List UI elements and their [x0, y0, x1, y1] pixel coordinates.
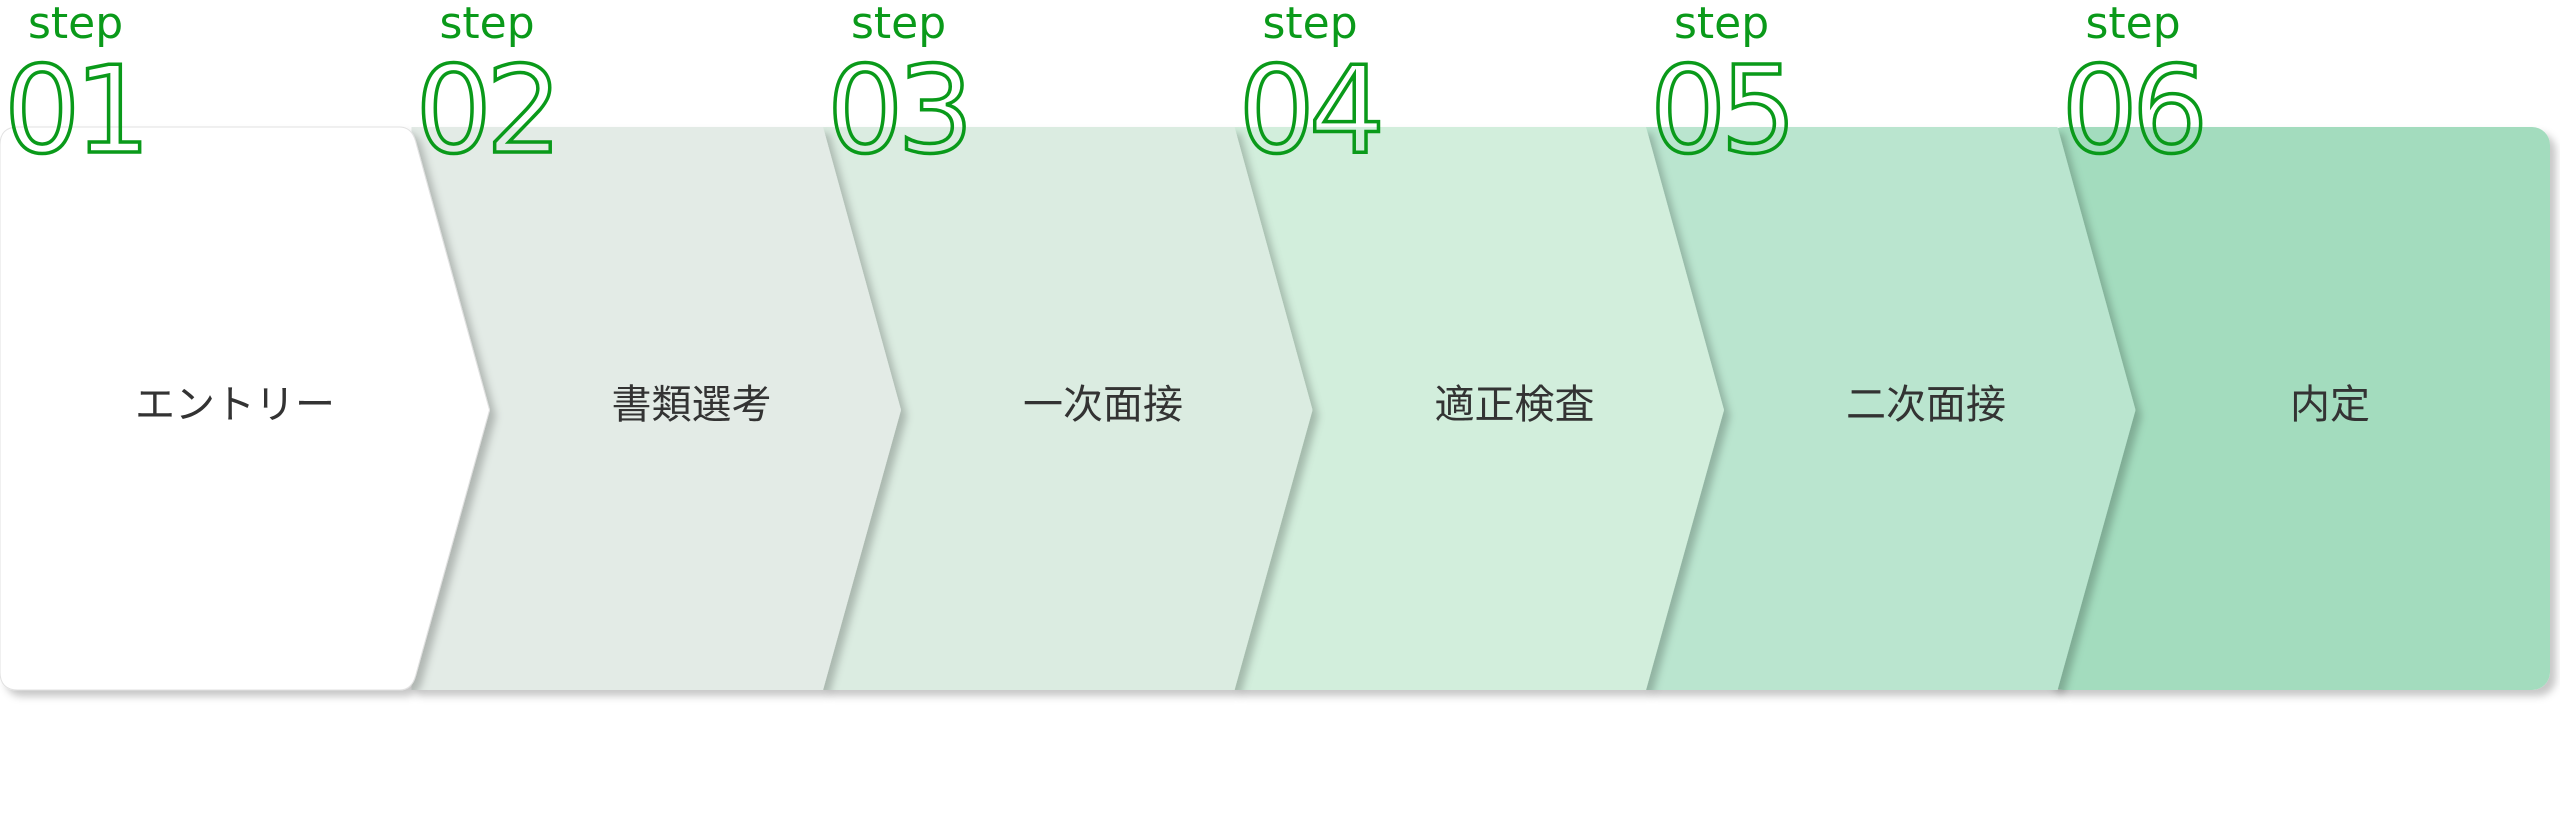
step-2-label: 書類選考 [611, 382, 772, 428]
step-number: 05 [1648, 42, 1798, 181]
step-2-arrow-shape [411, 127, 901, 690]
step-6-label: 内定 [2290, 382, 2370, 428]
step-5-label: 二次面接 [1846, 382, 2006, 428]
step-number: 01 [2, 42, 152, 181]
arrow-shapes [0, 126, 2550, 691]
step-3-label: 一次面接 [1023, 382, 1183, 428]
step-3-arrow-shape [823, 127, 1313, 690]
step-number: 06 [2060, 42, 2210, 181]
step-4-arrow-shape [1234, 127, 1724, 690]
step-1-label: エントリー [135, 382, 335, 428]
step-number: 03 [825, 42, 975, 181]
step-number: 04 [1237, 42, 1387, 181]
step-1-arrow-shape [0, 126, 491, 691]
step-5-arrow-shape [1646, 127, 2136, 690]
step-number: 02 [414, 42, 564, 181]
step-word: step [1262, 0, 1358, 49]
step-6-arrow-shape [2045, 127, 2550, 690]
step-word: step [1674, 0, 1770, 49]
step-word: step [439, 0, 535, 49]
step-word: step [851, 0, 947, 49]
step-word: step [28, 0, 124, 49]
step-4-label: 適正検査 [1434, 382, 1595, 428]
step-word: step [2085, 0, 2181, 49]
